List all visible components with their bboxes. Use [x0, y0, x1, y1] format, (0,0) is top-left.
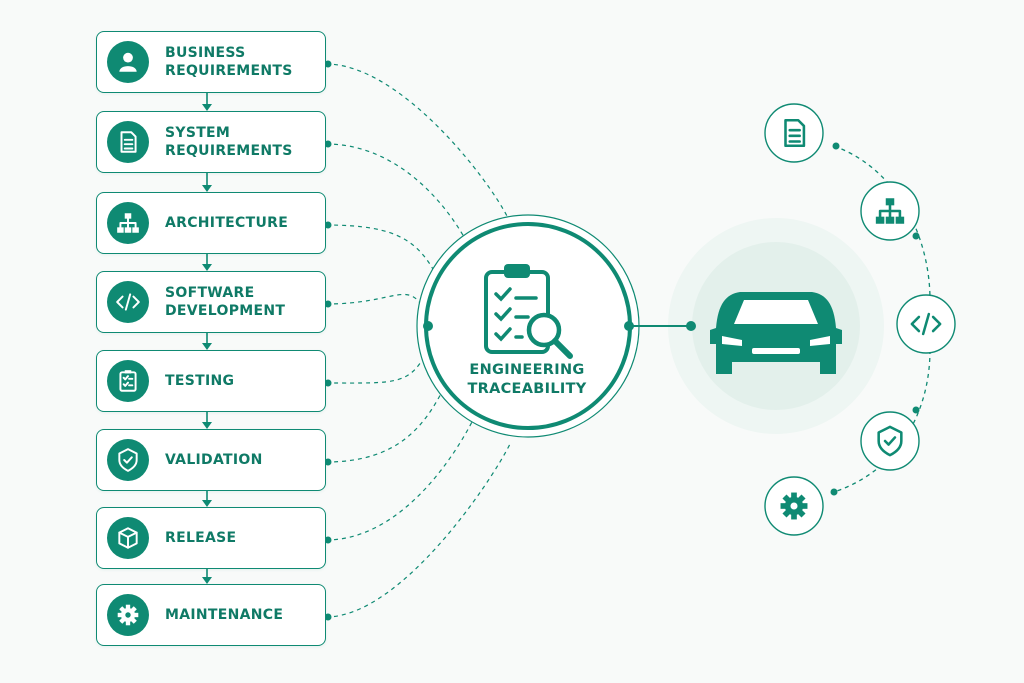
stage-architecture: ARCHITECTURE: [96, 192, 326, 254]
trace-link-dot: [324, 140, 332, 148]
orbit-node: [860, 411, 920, 471]
stage-software-development: SOFTWARE DEVELOPMENT: [96, 271, 326, 333]
stage-label: MAINTENANCE: [165, 607, 284, 623]
trace-link-dot: [324, 221, 332, 229]
shield-check-icon: [118, 448, 138, 472]
orbit-node: [860, 181, 920, 241]
stage-label: SYSTEM REQUIREMENTS: [165, 125, 293, 159]
stage-icon-disc: [107, 121, 149, 163]
stage-label: TESTING: [165, 373, 235, 389]
code-icon: [116, 293, 140, 311]
stage-icon-disc: [107, 41, 149, 83]
trace-link: [325, 443, 511, 618]
trace-link: [325, 224, 441, 283]
orbit-dot: [912, 232, 920, 240]
trace-link: [325, 383, 447, 463]
stage-system-requirements: SYSTEM REQUIREMENTS: [96, 111, 326, 173]
orbit-node: [764, 103, 824, 163]
trace-link: [325, 345, 431, 384]
stage-label: RELEASE: [165, 530, 237, 546]
user-icon: [119, 52, 137, 72]
stage-label: VALIDATION: [165, 452, 263, 468]
orbit-node-ring: [860, 411, 920, 471]
hub: [416, 214, 696, 438]
stage-maintenance: MAINTENANCE: [96, 584, 326, 646]
gear-icon: [780, 492, 808, 520]
stage-icon-disc: [107, 439, 149, 481]
trace-link-dot: [324, 613, 332, 621]
box-icon: [118, 527, 138, 549]
stage-icon-disc: [107, 360, 149, 402]
car-icon: [710, 292, 842, 374]
document-icon: [784, 118, 806, 148]
gear-icon: [117, 604, 139, 626]
stage-icon-disc: [107, 281, 149, 323]
code-icon: [910, 312, 942, 336]
trace-link-dot: [324, 60, 332, 68]
trace-link: [325, 143, 471, 249]
flow-arrow-head: [202, 577, 212, 584]
stage-icon-disc: [107, 517, 149, 559]
flow-arrow-head: [202, 264, 212, 271]
orbit-dot: [830, 488, 838, 496]
stage-label: BUSINESS REQUIREMENTS: [165, 45, 293, 79]
flow-arrow-head: [202, 104, 212, 111]
trace-link: [325, 293, 429, 317]
orbit-layer: [764, 103, 956, 536]
shield-check-icon: [877, 425, 903, 457]
stage-testing: TESTING: [96, 350, 326, 412]
trace-link-dot: [324, 300, 332, 308]
flow-arrow-head: [202, 185, 212, 192]
stage-icon-disc: [107, 202, 149, 244]
hierarchy-icon: [117, 213, 139, 233]
orbit-node: [896, 294, 956, 354]
stage-release: RELEASE: [96, 507, 326, 569]
document-icon: [120, 131, 137, 153]
flow-arrow-head: [202, 500, 212, 507]
trace-link-dot: [324, 536, 332, 544]
vehicle-group: [668, 218, 884, 434]
flow-arrow-head: [202, 343, 212, 350]
stage-label: SOFTWARE DEVELOPMENT: [165, 285, 286, 319]
vehicle-link-dot: [686, 321, 696, 331]
stage-business-requirements: BUSINESS REQUIREMENTS: [96, 31, 326, 93]
orbit-dot: [832, 142, 840, 150]
flow-arrow-head: [202, 422, 212, 429]
orbit-node: [764, 476, 824, 536]
trace-link: [325, 63, 509, 219]
orbit-dot: [912, 406, 920, 414]
orbit-node-ring: [764, 103, 824, 163]
hub-left-dot: [423, 321, 433, 331]
checklist-icon: [119, 370, 137, 392]
trace-link-dot: [324, 458, 332, 466]
hierarchy-icon: [875, 198, 905, 224]
stage-icon-disc: [107, 594, 149, 636]
stage-validation: VALIDATION: [96, 429, 326, 491]
trace-link-dot: [324, 379, 332, 387]
clipboard-search-icon: [484, 264, 573, 359]
stage-label: ARCHITECTURE: [165, 215, 289, 231]
hub-label: ENGINEERING TRACEABILITY: [467, 362, 587, 397]
trace-link: [325, 417, 475, 541]
